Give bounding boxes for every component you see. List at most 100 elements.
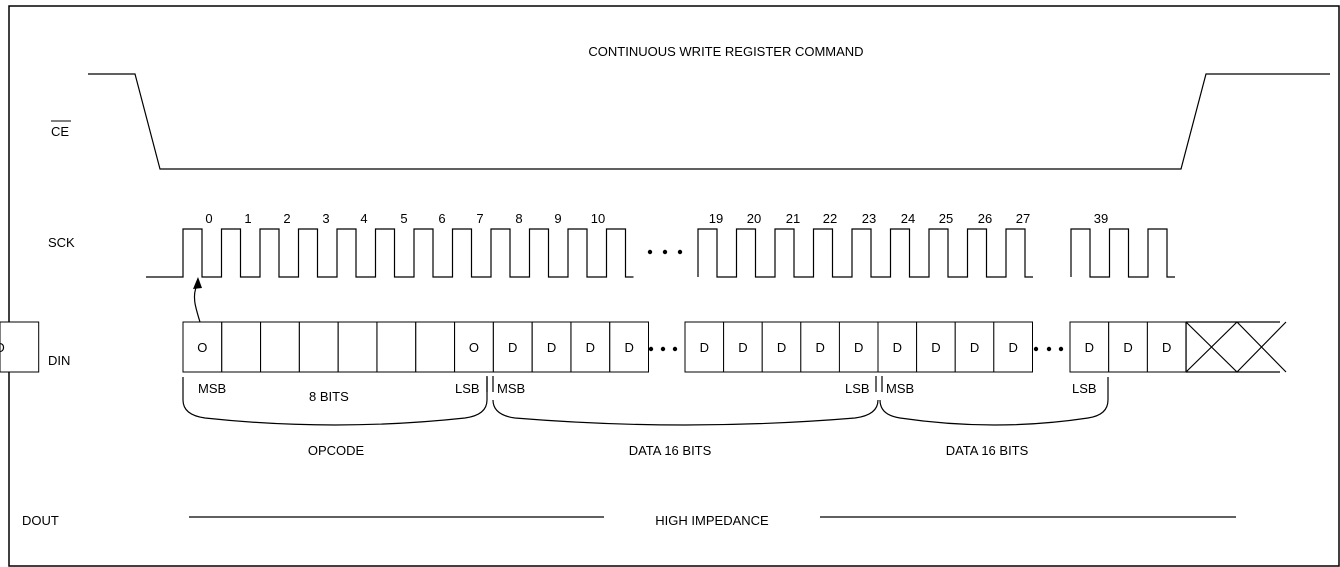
din-cell <box>298 321 339 373</box>
din-cell-value: D <box>815 340 824 355</box>
dot-icon <box>672 346 678 352</box>
diagram-title: CONTINUOUS WRITE REGISTER COMMAND <box>588 44 863 59</box>
dot-icon <box>677 249 683 255</box>
din-cell-value: D <box>586 340 595 355</box>
din-cell <box>1146 321 1187 373</box>
din-cell <box>1069 321 1110 373</box>
dout-state-label: HIGH IMPEDANCE <box>655 513 769 528</box>
din-cell-value: D <box>700 340 709 355</box>
clock-number: 4 <box>360 211 367 226</box>
din-label: DIN <box>48 353 70 368</box>
din-cell <box>415 321 455 373</box>
sck-segment <box>697 228 1033 278</box>
data2-brace <box>879 377 1109 426</box>
sck-label: SCK <box>48 235 75 250</box>
din-cell <box>993 321 1033 373</box>
din-cell-value: O <box>197 340 207 355</box>
clock-number: 26 <box>978 211 992 226</box>
din-cell <box>454 321 494 373</box>
opcode-brace <box>182 377 488 426</box>
clock-number: 20 <box>747 211 761 226</box>
din-cell-value: D <box>970 340 979 355</box>
clock-number: 19 <box>709 211 723 226</box>
din-cell <box>916 321 956 373</box>
dout-label: DOUT <box>22 513 59 528</box>
din-cell-value: D <box>738 340 747 355</box>
clock-number: 6 <box>438 211 445 226</box>
data2-msb-label: MSB <box>886 381 914 396</box>
data1-lsb-label: LSB <box>845 381 870 396</box>
clock-number: 10 <box>591 211 605 226</box>
din-cell <box>492 321 533 373</box>
dot-icon <box>1033 346 1039 352</box>
clock-number: 7 <box>476 211 483 226</box>
din-cell-value: D <box>931 340 940 355</box>
clock-number: 8 <box>515 211 522 226</box>
clock-number: 2 <box>283 211 290 226</box>
din-cell <box>337 321 378 373</box>
opcode-label: OPCODE <box>308 443 365 458</box>
sample-arrowhead-icon <box>193 277 202 289</box>
din-cell-value: D <box>893 340 902 355</box>
din-cell-value: O <box>469 340 479 355</box>
clock-number: 39 <box>1094 211 1108 226</box>
din-cell-value: D <box>777 340 786 355</box>
data1-msb-label: MSB <box>497 381 525 396</box>
dot-icon <box>660 346 666 352</box>
clock-number: 1 <box>244 211 251 226</box>
din-ellipsis <box>648 346 1064 352</box>
din-cell <box>1108 321 1148 373</box>
opcode-lsb-label: LSB <box>455 381 480 396</box>
din-cell <box>761 321 802 373</box>
din-cell-value: D <box>624 340 633 355</box>
data2-group-label: DATA 16 BITS <box>946 443 1029 458</box>
data1-brace <box>492 399 879 426</box>
din-cell-value: D <box>1008 340 1017 355</box>
data2-lsb-label: LSB <box>1072 381 1097 396</box>
sck-ellipsis <box>647 249 683 255</box>
din-cell <box>800 321 840 373</box>
clock-number: 22 <box>823 211 837 226</box>
dot-icon <box>647 249 653 255</box>
dot-icon <box>1046 346 1052 352</box>
din-cell <box>609 321 649 373</box>
sck-segment <box>1070 228 1175 278</box>
clock-number: 0 <box>205 211 212 226</box>
din-cell <box>260 321 300 373</box>
din-dont-care <box>1185 321 1287 373</box>
din-cell-value: D <box>508 340 517 355</box>
eight-bits-label: 8 BITS <box>309 389 349 404</box>
clock-number: 21 <box>786 211 800 226</box>
clock-number: 9 <box>554 211 561 226</box>
din-cell-value: D <box>0 340 5 355</box>
ce-label: CE <box>51 124 69 139</box>
din-cell-value: D <box>1162 340 1171 355</box>
clock-number: 5 <box>400 211 407 226</box>
dot-icon <box>662 249 668 255</box>
din-cell-value: D <box>547 340 556 355</box>
clock-number: 27 <box>1016 211 1030 226</box>
din-cell <box>221 321 262 373</box>
din-cell <box>0 321 40 373</box>
ce-waveform <box>88 73 1330 170</box>
clock-number: 23 <box>862 211 876 226</box>
din-cell-value: D <box>854 340 863 355</box>
sck-waveform <box>146 228 1175 278</box>
din-cell <box>838 321 879 373</box>
data1-group-label: DATA 16 BITS <box>629 443 712 458</box>
clock-number: 3 <box>322 211 329 226</box>
opcode-msb-label: MSB <box>198 381 226 396</box>
din-cell-value: D <box>1085 340 1094 355</box>
din-cell-value: D <box>1123 340 1132 355</box>
sck-segment <box>146 228 634 278</box>
sample-arrow <box>193 284 201 323</box>
din-cell <box>954 321 995 373</box>
dot-icon <box>1058 346 1064 352</box>
din-cell <box>376 321 417 373</box>
clock-number: 24 <box>901 211 915 226</box>
dot-icon <box>648 346 654 352</box>
din-waveform: OODDDDDDDDDDDDDDDDD <box>0 321 1187 373</box>
diagram-frame <box>8 5 1340 567</box>
